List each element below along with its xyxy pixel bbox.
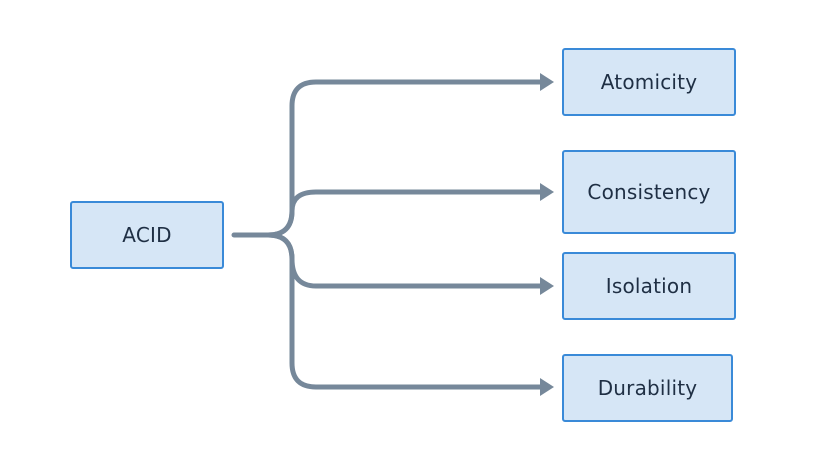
node-atomicity: Atomicity [562,48,736,116]
connector-to-consistency [265,189,545,238]
node-isolation: Isolation [562,252,736,320]
node-atomicity-label: Atomicity [600,70,698,94]
node-consistency-label: Consistency [587,180,711,204]
arrowhead-isolation [540,277,554,295]
connector-to-isolation [265,232,545,289]
node-acid: ACID [70,201,224,269]
node-durability: Durability [562,354,733,422]
node-consistency: Consistency [562,150,736,234]
arrowhead-atomicity [540,73,554,91]
arrowhead-durability [540,378,554,396]
node-isolation-label: Isolation [605,274,693,298]
node-durability-label: Durability [597,376,698,400]
arrowhead-consistency [540,183,554,201]
connector-to-atomicity [265,79,545,238]
connector-to-durability [265,232,545,390]
node-acid-label: ACID [122,223,172,247]
